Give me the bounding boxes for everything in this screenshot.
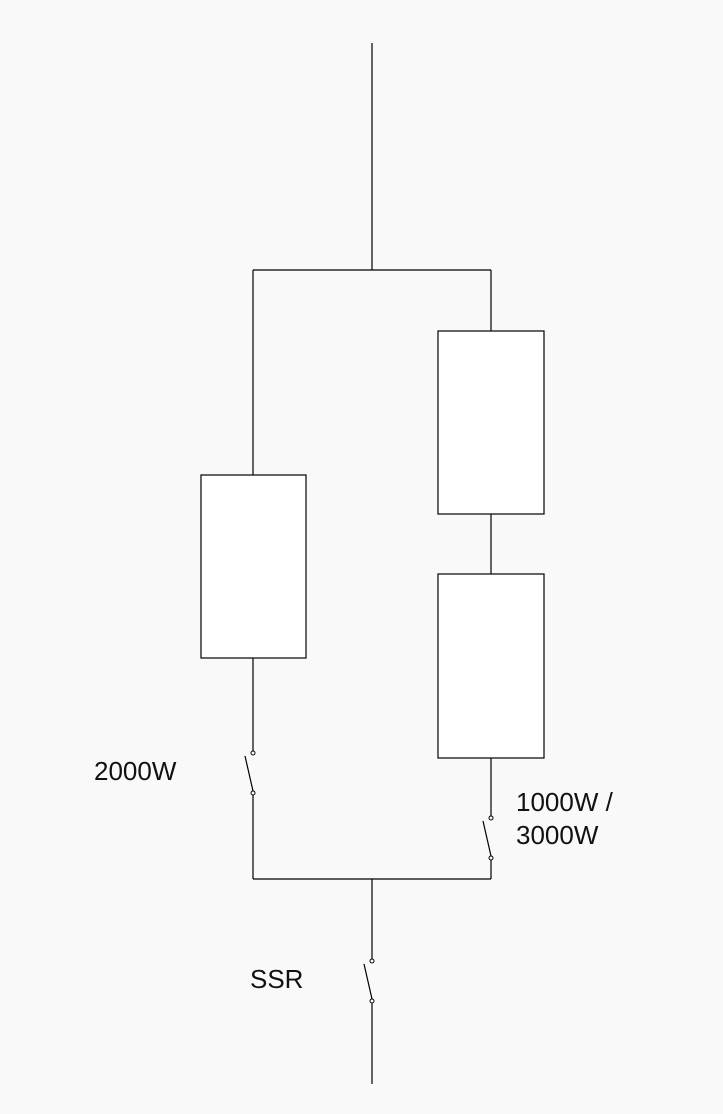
switch-right-contact-bottom xyxy=(488,855,494,861)
switch-left-blade xyxy=(244,755,254,792)
switch-ssr xyxy=(363,958,375,1004)
switch-right-contact-top xyxy=(488,815,494,821)
label-1000w: 1000W / xyxy=(516,787,614,817)
label-ssr: SSR xyxy=(250,964,303,994)
heating-element-right-top xyxy=(437,330,545,515)
switch-ssr-contact-top xyxy=(369,958,375,964)
label-2000w: 2000W xyxy=(94,756,177,786)
label-3000w: 3000W xyxy=(516,820,599,850)
switch-left-contact-bottom xyxy=(250,790,256,796)
switch-right xyxy=(482,815,494,861)
switch-left-contact-top xyxy=(250,750,256,756)
heating-element-right-bottom xyxy=(437,573,545,759)
switch-ssr-blade xyxy=(363,963,373,1000)
heating-element-left xyxy=(200,474,307,659)
switch-right-blade xyxy=(482,820,492,857)
switch-ssr-contact-bottom xyxy=(369,998,375,1004)
switch-left xyxy=(244,750,256,796)
